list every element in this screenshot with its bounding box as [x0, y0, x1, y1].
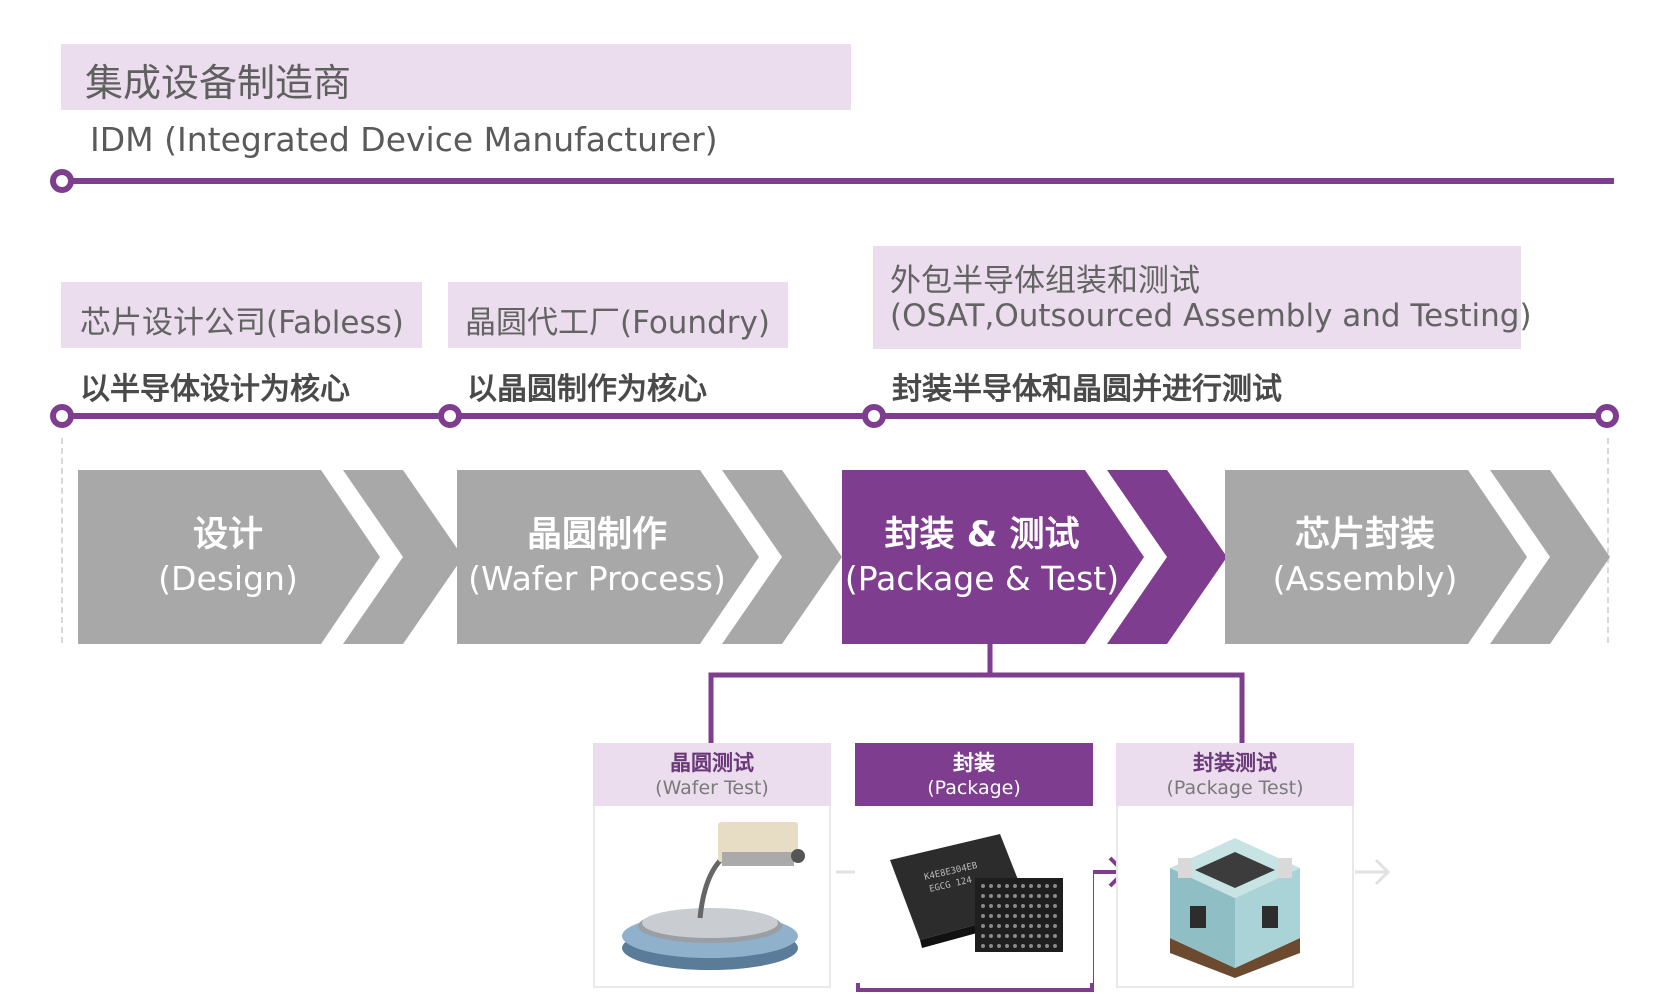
- osat-label-line2: (OSAT,Outsourced Assembly and Testing): [890, 298, 1532, 334]
- assembly-stage-zh: 芯片封装: [1294, 515, 1435, 555]
- idm-title-box: [61, 44, 851, 110]
- fabless-role: 以半导体设计为核心: [80, 372, 350, 407]
- package-test-header: 封装测试 (Package Test): [1116, 743, 1354, 806]
- osat-timeline-dot: [862, 404, 886, 428]
- fabless-timeline-dot: [50, 404, 74, 428]
- test-socket-icon: [1170, 838, 1300, 978]
- company-timeline-line: [62, 413, 1614, 419]
- osat-label-box: [873, 246, 1521, 349]
- package-test-stage-en: (Package & Test): [844, 559, 1120, 598]
- wafer-process-stage-label: 晶圆制作 (Wafer Process): [447, 470, 747, 644]
- assembly-chevron: [1225, 470, 1610, 644]
- chip-package-icon: K4E8E304EB EGCG 124: [890, 834, 1063, 952]
- foundry-role: 以晶圆制作为核心: [467, 372, 707, 407]
- assembly-stage-label: 芯片封装 (Assembly): [1215, 470, 1515, 644]
- left-dashed-guide: [61, 438, 63, 643]
- package-header: 封装 (Package): [855, 743, 1093, 806]
- package-en: (Package): [927, 776, 1021, 799]
- foundry-timeline-dot: [438, 404, 462, 428]
- wafer-process-chevron: [457, 470, 842, 644]
- idm-subtitle: IDM (Integrated Device Manufacturer): [90, 120, 718, 159]
- design-stage-en: (Design): [158, 559, 298, 598]
- design-chevron: [78, 470, 463, 644]
- package-test-chevron: [842, 470, 1227, 644]
- foundry-label-box: [448, 282, 788, 348]
- fabless-label: 芯片设计公司(Fabless): [80, 305, 404, 341]
- idm-timeline-dot: [50, 169, 74, 193]
- package-test-zh: 封装测试: [1193, 750, 1277, 775]
- package-test-en: (Package Test): [1166, 776, 1304, 799]
- right-dashed-guide: [1607, 438, 1609, 643]
- osat-role: 封装半导体和晶圆并进行测试: [892, 372, 1282, 407]
- wafer-test-zh: 晶圆测试: [670, 750, 754, 775]
- wafer-prober-icon: [622, 822, 805, 970]
- design-stage-label: 设计 (Design): [78, 470, 378, 644]
- package-test-stage-zh: 封装 & 测试: [884, 515, 1080, 555]
- design-stage-zh: 设计: [192, 515, 263, 555]
- wafer-process-stage-zh: 晶圆制作: [526, 515, 667, 555]
- fabless-label-box: [61, 282, 422, 348]
- end-timeline-dot: [1595, 404, 1619, 428]
- assembly-stage-en: (Assembly): [1272, 559, 1458, 598]
- osat-label-line1: 外包半导体组装和测试: [890, 263, 1200, 299]
- package-test-stage-label: 封装 & 测试 (Package & Test): [832, 470, 1132, 644]
- idm-timeline-line: [62, 178, 1614, 184]
- wafer-test-header: 晶圆测试 (Wafer Test): [593, 743, 831, 806]
- wafer-test-en: (Wafer Test): [655, 776, 769, 799]
- foundry-label: 晶圆代工厂(Foundry): [465, 305, 770, 341]
- wafer-process-stage-en: (Wafer Process): [468, 559, 726, 598]
- package-zh: 封装: [953, 750, 995, 775]
- idm-title: 集成设备制造商: [85, 61, 352, 105]
